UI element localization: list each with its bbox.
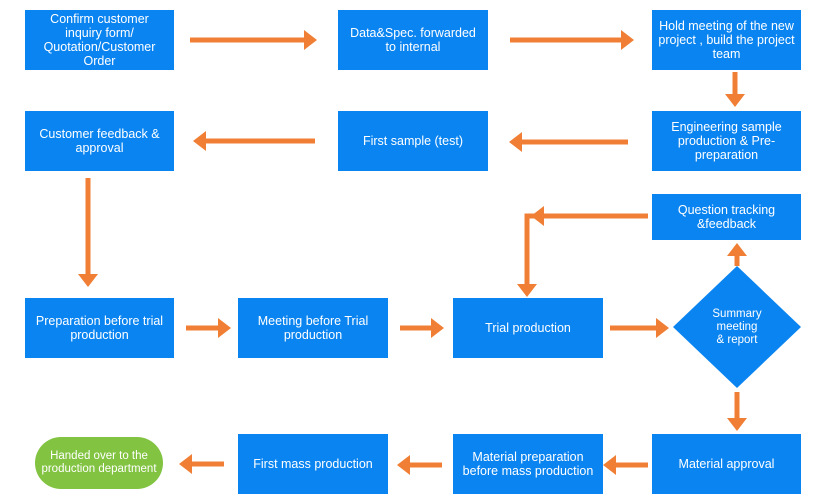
- step-first-mass-label: First mass production: [253, 457, 373, 471]
- step-confirm-inquiry: Confirm customer inquiry form/ Quotation…: [25, 10, 174, 70]
- step-customer-feedback: Customer feedback & approval: [25, 111, 174, 171]
- step-summary-meeting: Summary meeting & report: [673, 266, 801, 388]
- step-first-sample-label: First sample (test): [362, 134, 463, 148]
- step-prep-before-trial-label: Preparation before trial production: [35, 314, 164, 342]
- step-handed-over-label: Handed over to the production department: [41, 450, 157, 475]
- arrow-question-to-trial: [517, 213, 648, 297]
- step-question-tracking-label: Question tracking &feedback: [677, 203, 776, 231]
- step-hold-meeting: Hold meeting of the new project , build …: [652, 10, 801, 70]
- step-handed-over: Handed over to the production department: [35, 437, 163, 489]
- step-hold-meeting-label: Hold meeting of the new project , build …: [658, 19, 795, 61]
- step-material-prep-label: Material preparation before mass product…: [462, 450, 594, 478]
- step-material-approval: Material approval: [652, 434, 801, 494]
- step-material-prep: Material preparation before mass product…: [453, 434, 603, 494]
- step-prep-before-trial: Preparation before trial production: [25, 298, 174, 358]
- step-meeting-before-trial: Meeting before Trial production: [238, 298, 388, 358]
- step-first-sample: First sample (test): [338, 111, 488, 171]
- step-summary-meeting-label: Summary meeting & report: [712, 307, 762, 346]
- step-customer-feedback-label: Customer feedback & approval: [39, 127, 160, 155]
- step-trial-production: Trial production: [453, 298, 603, 358]
- step-meeting-before-trial-label: Meeting before Trial production: [257, 314, 369, 342]
- step-question-tracking: Question tracking &feedback: [652, 194, 801, 240]
- step-first-mass: First mass production: [238, 434, 388, 494]
- step-confirm-inquiry-label: Confirm customer inquiry form/ Quotation…: [43, 12, 156, 68]
- step-trial-production-label: Trial production: [485, 321, 571, 335]
- decision-diamond-shape: [673, 266, 801, 388]
- step-data-spec: Data&Spec. forwarded to internal: [338, 10, 488, 70]
- step-engineering-sample-label: Engineering sample production & Pre-prep…: [671, 120, 782, 162]
- step-material-approval-label: Material approval: [678, 457, 775, 471]
- step-engineering-sample: Engineering sample production & Pre-prep…: [652, 111, 801, 171]
- step-data-spec-label: Data&Spec. forwarded to internal: [350, 26, 476, 54]
